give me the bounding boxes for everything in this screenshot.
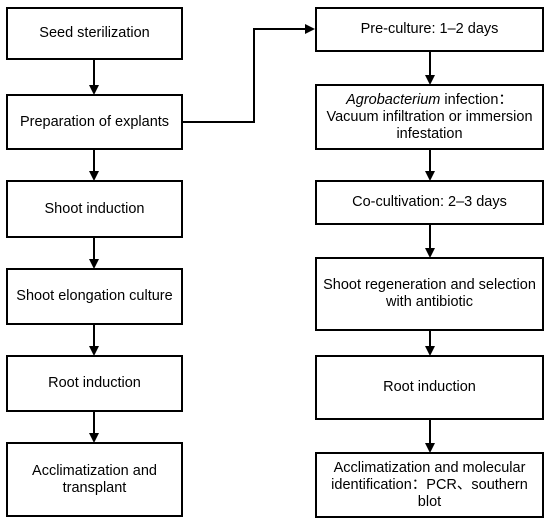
step-root-induction-right: Root induction: [315, 355, 544, 420]
step-label-line-2: with antibiotic: [385, 294, 474, 310]
step-label: Seed sterilization: [39, 25, 150, 41]
step-shoot-induction: Shoot induction: [6, 180, 183, 238]
step-label-line-1: Shoot regeneration and selection: [323, 277, 536, 293]
species-name: Agrobacterium: [346, 91, 441, 108]
step-label-line-3: infestation: [396, 125, 463, 142]
step-label-line-2: Vacuum infiltration or immersion: [326, 108, 533, 125]
step-pre-culture: Pre-culture: 1–2 days: [315, 7, 544, 52]
step-label: Root induction: [383, 379, 476, 395]
step-label: Co-cultivation: 2–3 days: [352, 194, 507, 210]
step-label: Preparation of explants: [19, 113, 170, 130]
step-label: Shoot induction: [44, 200, 145, 217]
step-seed-sterilization: Seed sterilization: [6, 7, 183, 60]
step-shoot-regeneration-selection: Shoot regeneration and selection with an…: [315, 257, 544, 331]
step-preparation-of-explants: Preparation of explants: [6, 94, 183, 150]
step-root-induction-left: Root induction: [6, 355, 183, 412]
step-label-line-1: Agrobacterium infection：: [346, 92, 513, 109]
step-acclimatization-molecular-identification: Acclimatization and molecular identifica…: [315, 452, 544, 518]
step-label-line-1: Acclimatization and molecular: [333, 459, 526, 476]
step-label: Root induction: [48, 375, 141, 391]
step-agrobacterium-infection: Agrobacterium infection： Vacuum infiltra…: [315, 84, 544, 150]
step-label: Shoot elongation culture: [16, 288, 173, 304]
step-label-line-2: transplant: [62, 479, 127, 496]
step-label-rest: infection：: [440, 91, 513, 108]
step-shoot-elongation-culture: Shoot elongation culture: [6, 268, 183, 325]
step-label: Pre-culture: 1–2 days: [360, 21, 499, 37]
arrow-explants-to-preculture: [183, 24, 315, 123]
step-label-line-3: blot: [417, 493, 442, 510]
step-co-cultivation: Co-cultivation: 2–3 days: [315, 180, 544, 225]
step-label-line-2: identification：PCR、southern: [331, 476, 528, 493]
step-label-line-1: Acclimatization and: [32, 462, 157, 479]
step-acclimatization-transplant: Acclimatization and transplant: [6, 442, 183, 517]
